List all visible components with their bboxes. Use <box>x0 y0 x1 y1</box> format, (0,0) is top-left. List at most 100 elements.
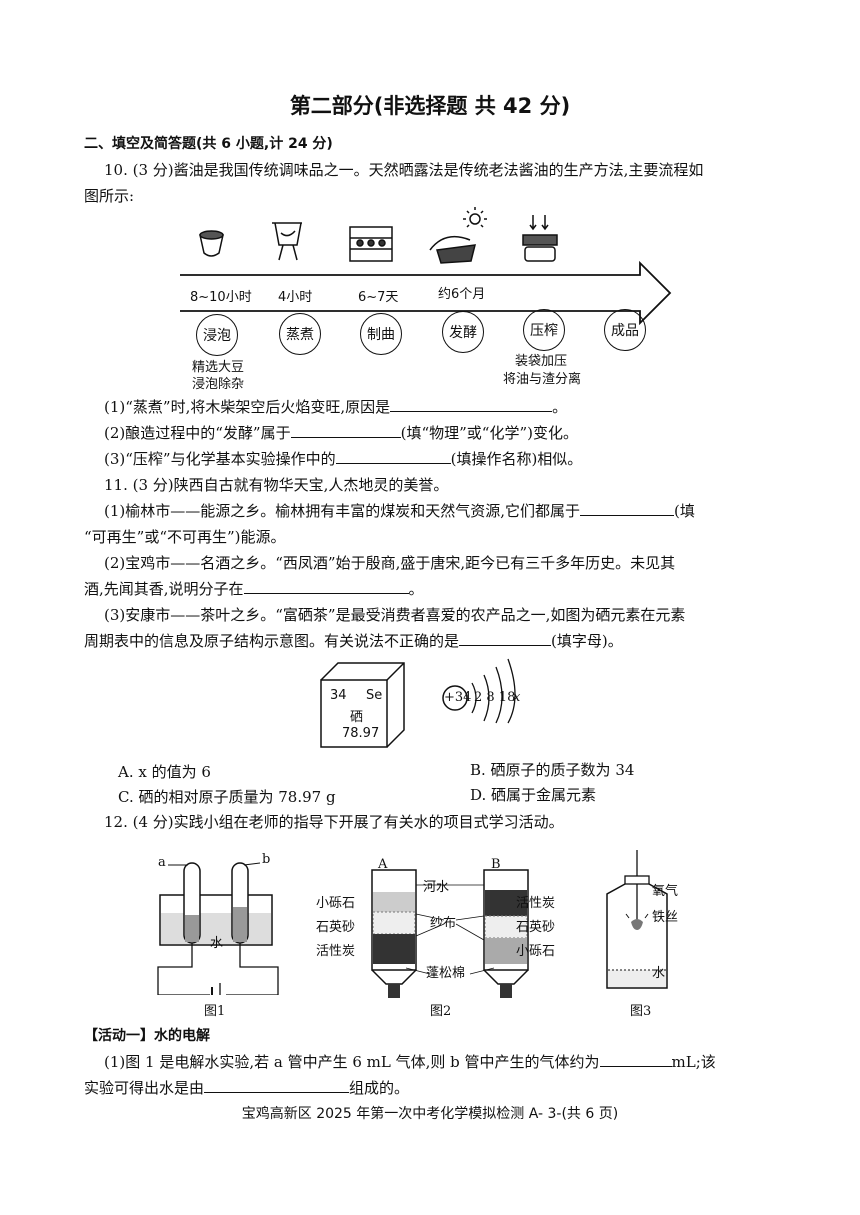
duration-ferment: 约6个月 <box>438 287 486 302</box>
q10-part3: (3)“压榨”与化学基本实验操作中的 (填操作名称)相似。 <box>104 449 582 469</box>
q10-part1-blank[interactable] <box>390 397 553 412</box>
q12-part1-blank1[interactable] <box>599 1052 672 1067</box>
section-heading: 二、填空及简答题(共 6 小题,计 24 分) <box>84 136 333 152</box>
river-water-label: 河水 <box>423 880 450 895</box>
duration-soak: 8~10小时 <box>190 290 252 305</box>
step-product: 成品 <box>604 309 646 351</box>
electrolysis-figure <box>157 862 279 995</box>
tube-b-label: b <box>262 852 271 867</box>
q11-part2-text: 酒,先闻其香,说明分子在 <box>84 580 244 598</box>
note-soak-line1: 精选大豆 <box>192 360 245 375</box>
atom-outer-x: x <box>513 690 521 705</box>
q11-part3-text: 周期表中的信息及原子结构示意图。有关说法不正确的是 <box>84 632 460 650</box>
fig1-caption: 图1 <box>204 1004 226 1019</box>
steam-pot-icon <box>272 222 302 261</box>
right-layer-1: 活性炭 <box>516 896 556 911</box>
iron-wire-label: 铁丝 <box>652 910 679 925</box>
note-press-line2: 将油与渣分离 <box>503 372 582 387</box>
ferment-jar-icon <box>429 207 487 264</box>
step-soak: 浸泡 <box>196 314 238 356</box>
q12-part1-tail: mL;该 <box>671 1053 716 1071</box>
left-layer-3: 活性炭 <box>316 944 356 959</box>
fig2-caption: 图2 <box>430 1004 452 1019</box>
note-soak-line2: 浸泡除杂 <box>192 377 245 392</box>
element-symbol: Se <box>366 688 383 703</box>
q11-part3-end: (填字母)。 <box>551 632 623 650</box>
q11-part3-line1: (3)安康市——茶叶之乡。“富硒茶”是最受消费者喜爱的农产品之一,如图为硒元素在… <box>104 606 686 624</box>
element-mass: 78.97 <box>342 726 380 741</box>
fig3-water-label: 水 <box>652 966 666 981</box>
tube-a-label: a <box>158 855 166 870</box>
left-layer-2: 石英砂 <box>316 920 356 935</box>
step-ferment: 发酵 <box>442 311 484 353</box>
q11-part1-blank[interactable] <box>580 501 675 516</box>
fig1-water-label: 水 <box>210 936 224 951</box>
gauze-label: 纱布 <box>430 916 457 931</box>
q10-part2-end: (填“物理”或“化学”)变化。 <box>400 424 578 442</box>
option-a[interactable]: A. x 的值为 6 <box>118 763 211 781</box>
filter-a-label: A <box>378 857 388 872</box>
q10-part1: (1)“蒸煮”时,将木柴架空后火焰变旺,原因是 。 <box>104 397 567 417</box>
q10-part2-blank[interactable] <box>290 423 401 438</box>
q10-part1-text: (1)“蒸煮”时,将木柴架空后火焰变旺,原因是 <box>104 398 391 416</box>
fig3-caption: 图3 <box>630 1004 652 1019</box>
q12-part1-end: 组成的。 <box>349 1079 410 1097</box>
press-icon <box>522 215 558 262</box>
atom-nucleus: +34 <box>444 690 472 705</box>
step-koji: 制曲 <box>360 313 402 355</box>
right-layer-2: 石英砂 <box>516 920 556 935</box>
q11-part3-line2: 周期表中的信息及原子结构示意图。有关说法不正确的是 (填字母)。 <box>84 631 623 651</box>
q11-part2-line2: 酒,先闻其香,说明分子在 。 <box>84 579 424 599</box>
page-title: 第二部分(非选择题 共 42 分) <box>289 94 571 118</box>
q10-part3-text: (3)“压榨”与化学基本实验操作中的 <box>104 450 336 468</box>
q10-part3-blank[interactable] <box>335 449 451 464</box>
activity-one-heading: 【活动一】水的电解 <box>84 1028 210 1044</box>
oxygen-label: 氧气 <box>652 884 679 899</box>
filter-b-label: B <box>491 857 501 872</box>
atom-structure-diagram <box>442 658 516 724</box>
q11-part2-line1: (2)宝鸡市——名酒之乡。“西凤酒”始于殷商,盛于唐宋,距今已有三千多年历史。未… <box>104 554 676 572</box>
q12-part1-text: (1)图 1 是电解水实验,若 a 管中产生 6 mL 气体,则 b 管中产生的… <box>104 1053 600 1071</box>
q12-stem: 12. (4 分)实践小组在老师的指导下开展了有关水的项目式学习活动。 <box>104 813 564 831</box>
right-layer-3: 小砾石 <box>516 944 556 959</box>
q12-part1-blank2[interactable] <box>204 1078 350 1093</box>
selenium-element-cell <box>320 662 405 748</box>
step-steam: 蒸煮 <box>279 313 321 355</box>
q12-part1-line1: (1)图 1 是电解水实验,若 a 管中产生 6 mL 气体,则 b 管中产生的… <box>104 1052 716 1072</box>
q12-part1-line2: 实验可得出水是由 组成的。 <box>84 1078 409 1098</box>
q10-stem-line1: 10. (3 分)酱油是我国传统调味品之一。天然晒露法是传统老法酱油的生产方法,… <box>104 161 704 179</box>
atom-shells: 2 8 18 <box>474 690 516 705</box>
q11-part3-blank[interactable] <box>459 631 552 646</box>
option-c[interactable]: C. 硒的相对原子质量为 78.97 g <box>118 788 336 806</box>
q10-part3-end: (填操作名称)相似。 <box>450 450 583 468</box>
q11-part2-end: 。 <box>408 580 424 598</box>
step-press: 压榨 <box>523 309 565 351</box>
page-footer: 宝鸡高新区 2025 年第一次中考化学模拟检测 A- 3-(共 6 页) <box>241 1106 619 1122</box>
q10-part2: (2)酿造过程中的“发酵”属于 (填“物理”或“化学”)变化。 <box>104 423 578 443</box>
option-d[interactable]: D. 硒属于金属元素 <box>470 786 597 804</box>
note-press-line1: 装袋加压 <box>515 354 568 369</box>
element-name: 硒 <box>350 710 364 725</box>
duration-koji: 6~7天 <box>358 290 399 305</box>
q11-part1-text: (1)榆林市——能源之乡。榆林拥有丰富的煤炭和天然气资源,它们都属于 <box>104 502 581 520</box>
element-number: 34 <box>330 688 347 703</box>
soy-sauce-process-diagram <box>180 207 672 325</box>
q10-stem-line2: 图所示: <box>84 187 135 205</box>
process-arrow <box>180 260 672 325</box>
water-filter-figure <box>371 869 529 998</box>
q11-stem: 11. (3 分)陕西自古就有物华天宝,人杰地灵的美誉。 <box>104 476 449 494</box>
duration-steam: 4小时 <box>278 290 313 305</box>
q10-part2-text: (2)酿造过程中的“发酵”属于 <box>104 424 291 442</box>
option-b[interactable]: B. 硒原子的质子数为 34 <box>470 761 635 779</box>
cotton-label: 蓬松棉 <box>426 966 466 981</box>
q11-part1-cont: “可再生”或“不可再生”)能源。 <box>84 528 286 546</box>
q11-part1: (1)榆林市——能源之乡。榆林拥有丰富的煤炭和天然气资源,它们都属于 (填 <box>104 501 695 521</box>
koji-rack-icon <box>349 226 393 262</box>
q11-part2-blank[interactable] <box>243 579 409 594</box>
iron-combustion-figure <box>606 850 668 989</box>
left-layer-1: 小砾石 <box>316 896 356 911</box>
q11-part1-tail: (填 <box>674 502 695 520</box>
q12-part1-text2: 实验可得出水是由 <box>84 1079 205 1097</box>
q10-part1-end: 。 <box>552 398 568 416</box>
soak-bowl-icon <box>199 230 224 257</box>
